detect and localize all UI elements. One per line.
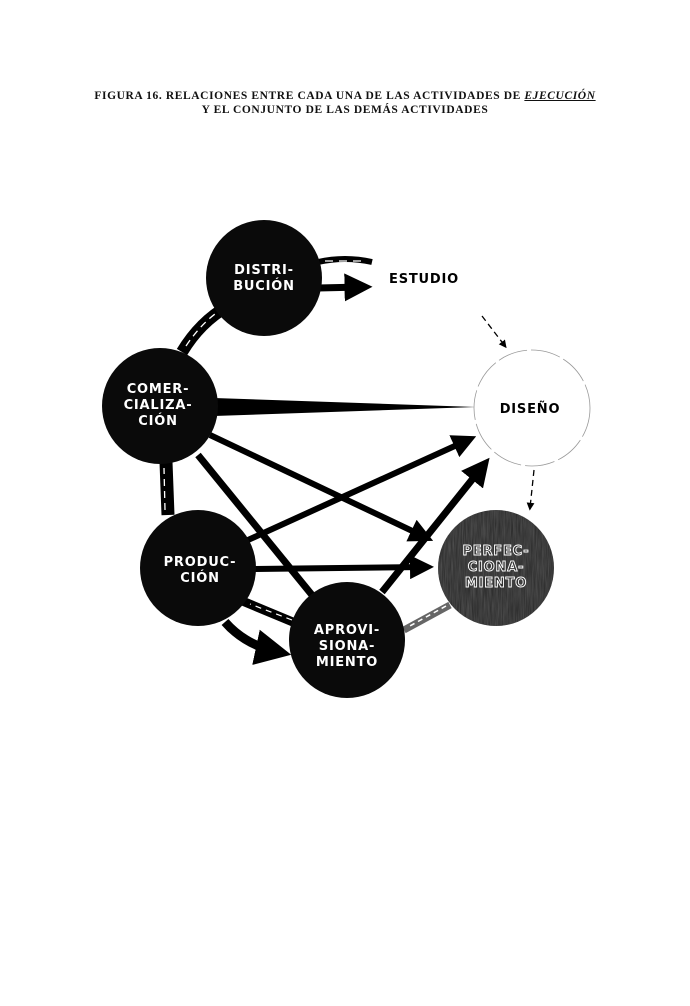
arrow-produccion-aprovisionamiento [221,618,292,665]
node-label: SIONA- [319,639,375,654]
arrow-produccion-diseno [246,435,477,543]
node-produccion: PRODUC- CIÓN [140,510,256,626]
node-diseno: DISEÑO [473,349,591,467]
arrow-aprovisionamiento-diseno [379,457,490,595]
node-aprovisionamiento: APROVI- SIONA- MIENTO [289,582,405,698]
node-perfeccionamiento: PERFEC- CIONA- MIENTO [438,510,554,626]
node-distribucion: DISTRI- BUCIÓN [206,220,322,336]
arrow-comercializacion-perfeccionamiento [208,432,434,542]
caption-emphasis: EJECUCIÓN [524,90,596,102]
node-label: BUCIÓN [233,278,295,294]
node-comercializacion: COMER- CIALIZA- CIÓN [102,348,218,464]
caption-text: FIGURA 16. RELACIONES ENTRE CADA UNA DE … [94,90,525,102]
node-label: MIENTO [465,576,527,591]
arrow-comercializacion-diseno [214,398,476,416]
node-label: DISTRI- [234,263,294,278]
arrow-distribucion-estudio [317,273,373,302]
arrow-produccion-comercializacion [159,461,175,516]
arrow-estudio-diseno [481,315,507,349]
node-label: APROVI- [314,623,380,638]
node-label: CIALIZA- [124,398,193,413]
node-label: COMER- [127,382,190,397]
arrow-comercializacion-aprovisionamiento [195,452,315,598]
node-estudio: ESTUDIO [389,272,459,287]
figure-caption-line2: Y EL CONJUNTO DE LAS DEMÁS ACTIVIDADES [201,104,489,116]
arrow-produccion-perfeccionamiento [254,555,434,580]
node-label: PRODUC- [164,555,237,570]
node-label: CIÓN [180,570,220,586]
arrow-aprovisionamiento-produccion [238,595,302,630]
node-label: MIENTO [316,655,378,670]
arrow-diseno-perfeccionamiento [526,469,535,511]
node-label: DISEÑO [500,401,561,417]
figure-caption-line1: FIGURA 16. RELACIONES ENTRE CADA UNA DE … [0,90,690,102]
arrow-distribucion-estudio-dashed [317,256,373,265]
node-label: CIÓN [138,413,178,429]
arrows [159,256,535,665]
node-label: PERFEC- [462,544,529,559]
arrow-perfeccionamiento-aprovisionamiento [402,601,452,634]
node-label: CIONA- [468,560,525,575]
